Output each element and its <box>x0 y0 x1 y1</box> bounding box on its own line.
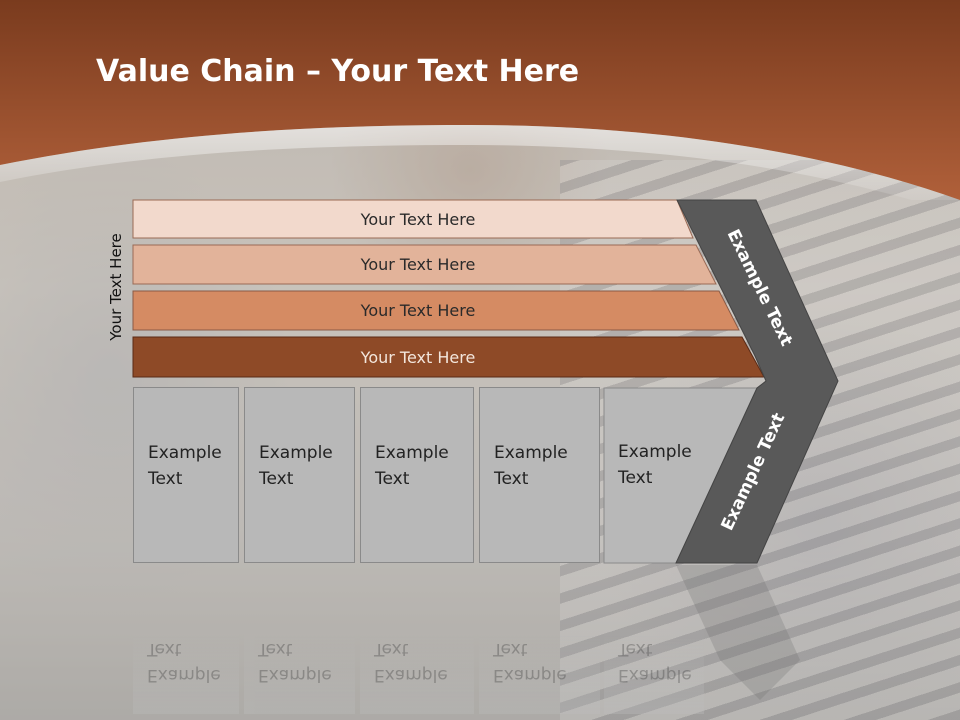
box-3-reflection-line1: Example <box>374 665 448 685</box>
arrow-reflection <box>676 565 800 700</box>
header-band <box>0 0 960 200</box>
box-1-reflection: Example Text <box>133 564 239 714</box>
box-3-reflection: Example Text <box>360 564 474 714</box>
bar-shape-2 <box>132 244 717 285</box>
boxes-reflection: Example Text Example Text Example Text Exam… <box>0 564 960 714</box>
box-1-line2: Text <box>148 469 183 489</box>
box-1-reflection-line2: Text <box>147 639 182 659</box>
box-4-line2: Text <box>494 469 529 489</box>
box-3-line1: Example <box>375 443 449 463</box>
box-2-reflection: Example Text <box>244 564 355 714</box>
box-4-reflection: Example Text <box>479 564 600 714</box>
box-2-line2: Text <box>259 469 294 489</box>
box-1-line1: Example <box>148 443 222 463</box>
box-3-reflection-line2: Text <box>374 639 409 659</box>
box-5-reflection-line2: Text <box>618 639 653 659</box>
box-4-line1: Example <box>494 443 568 463</box>
box-2-reflection-line1: Example <box>258 665 332 685</box>
box-5-line2: Text <box>618 468 653 488</box>
box-5-reflection-line1: Example <box>618 665 692 685</box>
box-4-reflection-line2: Text <box>493 639 528 659</box>
bar-3-label: Your Text Here <box>360 300 476 320</box>
box-1-reflection-line1: Example <box>147 665 221 685</box>
box-2-line1: Example <box>259 443 333 463</box>
title-bold: Value Chain <box>96 54 296 89</box>
arrow-shape <box>675 199 839 564</box>
title-rest: – Your Text Here <box>295 54 580 89</box>
bar-1-label: Your Text Here <box>360 209 476 229</box>
box-4-reflection-line1: Example <box>493 665 567 685</box>
box-5-line1: Example <box>618 442 692 462</box>
box-5-reflection: Example Text <box>604 564 704 714</box>
bar-2-label: Your Text Here <box>360 254 476 274</box>
bar-shape-3 <box>132 290 740 331</box>
box-3-line2: Text <box>375 469 410 489</box>
box-2-reflection-line2: Text <box>258 639 293 659</box>
slide-title: Value Chain – Your Text Here <box>96 54 579 89</box>
bar-shape-1 <box>132 199 694 239</box>
bar-4-label: Your Text Here <box>360 347 476 367</box>
